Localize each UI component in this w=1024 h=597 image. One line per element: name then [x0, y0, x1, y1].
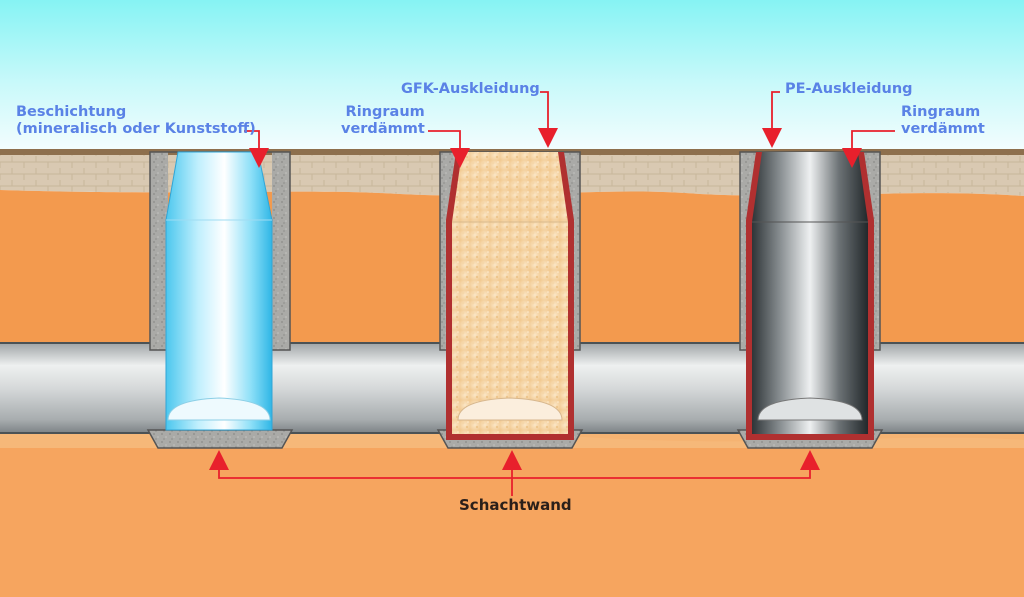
label-ringraum-right-line1: Ringraum: [901, 104, 981, 120]
arrow-heads: [209, 128, 862, 470]
shaft-wall-concrete: [150, 152, 290, 350]
label-ringraum-right: Ringraum verdämmt: [901, 104, 985, 138]
benching: [757, 397, 863, 421]
arrow-head-wall-2: [502, 450, 522, 470]
shaft-gfk: [436, 151, 584, 449]
label-beschichtung-line1: Beschichtung: [16, 104, 127, 120]
arrow-head-ringraum-right: [842, 148, 862, 168]
label-ringraum-left: Ringraum verdämmt: [341, 104, 425, 138]
sky-background: [0, 0, 1024, 152]
arrow-head-gfk: [538, 128, 558, 148]
benching: [457, 397, 563, 421]
arrow-head-wall-3: [800, 450, 820, 470]
label-beschichtung-line2: (mineralisch oder Kunststoff): [16, 121, 256, 137]
shaft-coated: [146, 151, 294, 449]
label-ringraum-left-line2: verdämmt: [341, 121, 425, 137]
arrow-head-wall-1: [209, 450, 229, 470]
arrow-head-coating: [249, 148, 269, 168]
label-ringraum-right-line2: verdämmt: [901, 121, 985, 137]
label-gfk: GFK-Auskleidung: [401, 81, 540, 97]
label-schachtwand: Schachtwand: [459, 496, 572, 514]
shaft-base: [146, 429, 294, 449]
gfk-liner: [452, 152, 568, 434]
arrow-head-pe: [762, 128, 782, 148]
pe-liner: [752, 152, 868, 434]
label-beschichtung: Beschichtung (mineralisch oder Kunststof…: [16, 104, 256, 138]
coating-liner: [166, 152, 272, 430]
label-pe: PE-Auskleidung: [785, 81, 913, 97]
benching: [167, 397, 271, 421]
shaft-pe: [736, 151, 884, 449]
pointer-arrows: [218, 91, 895, 496]
label-ringraum-left-line1: Ringraum: [345, 104, 425, 120]
soil-layer-lower: [0, 430, 1024, 597]
arrow-head-ringraum-left: [450, 148, 470, 168]
